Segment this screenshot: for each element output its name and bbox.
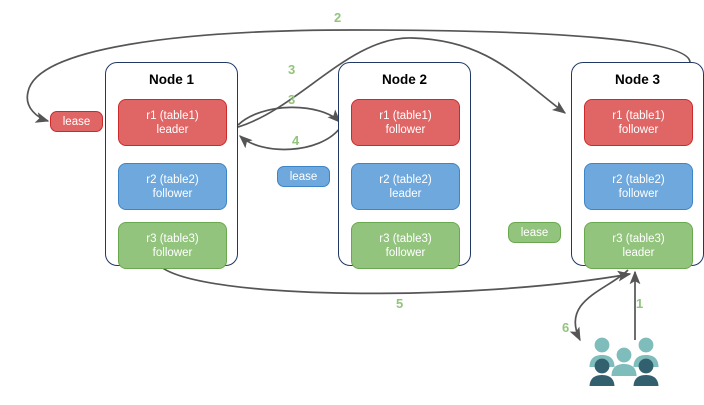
node-1-r3-id: r3 (table3)	[146, 232, 199, 245]
node-3-r1-id: r1 (table1)	[612, 109, 665, 122]
node-3-replica-r3[interactable]: r3 (table3)leader	[584, 222, 693, 269]
node-2-r1-role: follower	[385, 123, 426, 136]
node-2-r3-id: r3 (table3)	[379, 232, 432, 245]
users-icon	[589, 337, 659, 386]
node-1-r1-role: leader	[156, 123, 189, 136]
arrow-2-lease-transfer	[26, 29, 691, 123]
arrow-3-replicate-to-node3	[237, 37, 567, 128]
node-3-r1-role: follower	[618, 123, 659, 136]
arrow-5-forward-to-node3	[159, 265, 632, 295]
node-1-replica-r1[interactable]: r1 (table1)leader	[118, 99, 227, 146]
step-3b: 3	[288, 92, 296, 107]
node-1-r1-id: r1 (table1)	[146, 109, 199, 122]
node-1-r2-id: r2 (table2)	[146, 173, 199, 186]
node-2-r1-id: r1 (table1)	[379, 109, 432, 122]
node-1-replica-r3[interactable]: r3 (table3)follower	[118, 222, 227, 269]
node-3-r2-role: follower	[618, 187, 659, 200]
node-2-r2-role: leader	[389, 187, 422, 200]
lease-table1[interactable]: lease	[50, 111, 103, 132]
node-1-replica-r2[interactable]: r2 (table2)follower	[118, 163, 227, 210]
step-5: 5	[396, 296, 404, 311]
node-2-replica-r3[interactable]: r3 (table3)follower	[351, 222, 460, 269]
node-2-r3-role: follower	[385, 246, 426, 259]
arrow-6-response-to-client	[569, 269, 629, 342]
step-1: 1	[636, 296, 644, 311]
node-2-replica-r2[interactable]: r2 (table2)leader	[351, 163, 460, 210]
step-3a: 3	[288, 62, 296, 77]
node-1-r2-role: follower	[152, 187, 193, 200]
node-2-title: Node 2	[381, 72, 427, 87]
step-2: 2	[334, 10, 342, 25]
node-1-r3-role: follower	[152, 246, 193, 259]
node-3-replica-r1[interactable]: r1 (table1)follower	[584, 99, 693, 146]
lease-table2[interactable]: lease	[277, 166, 330, 187]
step-6: 6	[562, 320, 570, 335]
arrow-3-replicate-to-node2	[237, 106, 341, 126]
node-3-r3-id: r3 (table3)	[612, 232, 665, 245]
step-4: 4	[292, 133, 300, 148]
node-2-r2-id: r2 (table2)	[379, 173, 432, 186]
node-1-title: Node 1	[148, 72, 194, 87]
node-3-replica-r2[interactable]: r2 (table2)follower	[584, 163, 693, 210]
node-3-r3-role: leader	[622, 246, 655, 259]
node-2-replica-r1[interactable]: r1 (table1)follower	[351, 99, 460, 146]
node-3-title: Node 3	[614, 72, 660, 87]
lease-table3[interactable]: lease	[508, 222, 561, 243]
arrow-4-ack-to-node1	[238, 127, 341, 151]
node-3-r2-id: r2 (table2)	[612, 173, 665, 186]
